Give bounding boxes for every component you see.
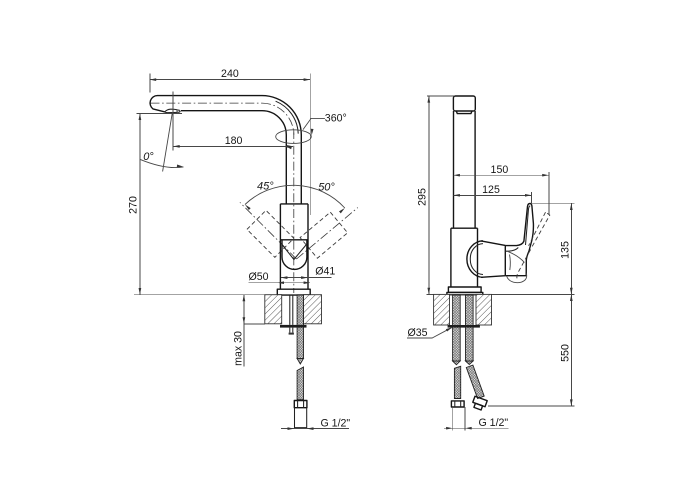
svg-text:295: 295 xyxy=(417,188,429,206)
svg-text:max 30: max 30 xyxy=(233,331,245,366)
svg-text:G 1/2": G 1/2" xyxy=(321,418,351,430)
svg-text:150: 150 xyxy=(491,164,509,176)
svg-text:180: 180 xyxy=(225,135,243,147)
svg-text:Ø35: Ø35 xyxy=(408,327,428,339)
svg-text:45°: 45° xyxy=(257,181,274,193)
svg-text:135: 135 xyxy=(559,241,571,259)
svg-text:G 1/2": G 1/2" xyxy=(479,417,509,429)
svg-text:125: 125 xyxy=(482,184,500,196)
svg-text:270: 270 xyxy=(128,196,140,214)
svg-text:240: 240 xyxy=(221,68,239,80)
svg-text:0°: 0° xyxy=(143,151,154,163)
svg-text:Ø41: Ø41 xyxy=(315,266,335,278)
svg-text:Ø50: Ø50 xyxy=(249,271,269,283)
svg-text:550: 550 xyxy=(559,344,571,362)
svg-text:360°: 360° xyxy=(325,112,347,124)
svg-text:50°: 50° xyxy=(318,181,335,193)
